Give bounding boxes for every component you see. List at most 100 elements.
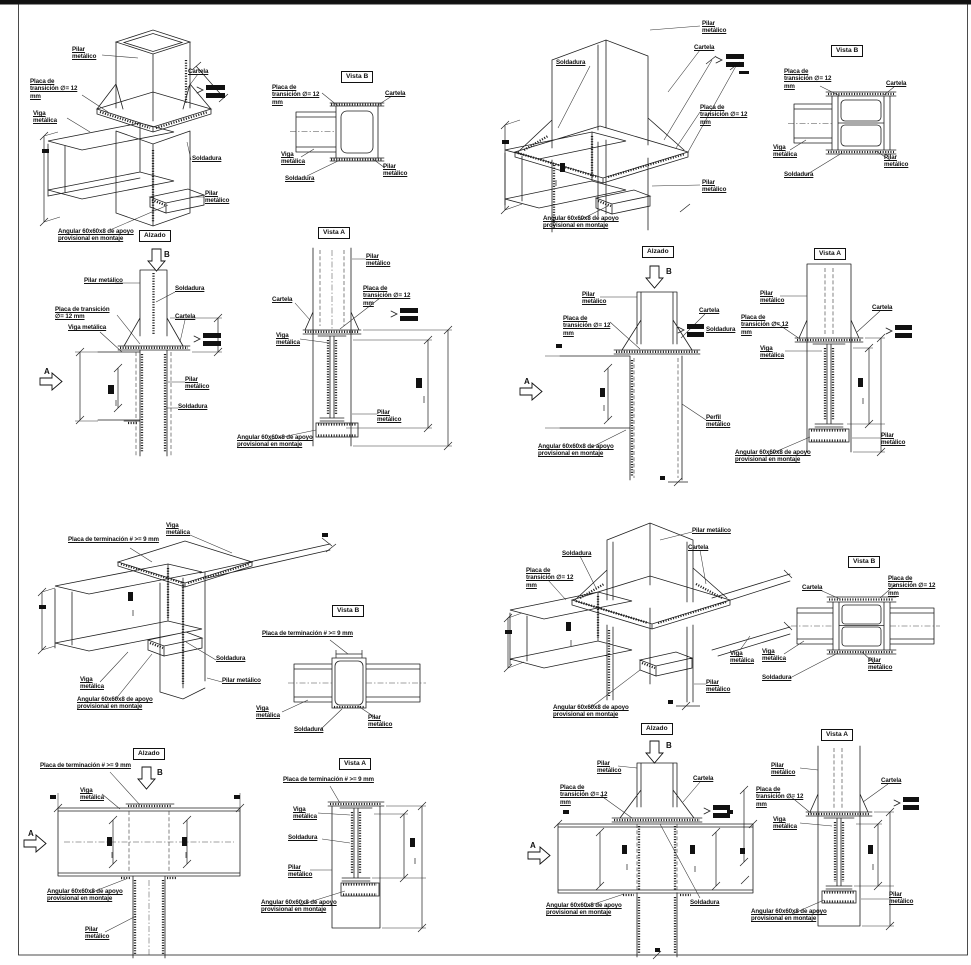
view-title-vista-b: Vista B (848, 556, 881, 568)
label-viga-metalica: Viga metálica (760, 345, 784, 360)
label-soldadura: Soldadura (690, 899, 720, 906)
view-title-vista-a: Vista A (339, 758, 371, 770)
label-placa-transicion: Placa de transición ∅= 12 mm (55, 306, 110, 321)
q4-isometric-view (503, 522, 793, 711)
label-cartela: Cartela (385, 90, 406, 97)
section-marker-a: A (44, 367, 50, 376)
q4-alzado-view (527, 740, 758, 960)
label-placa-transicion: Placa de transición ∅= 12 mm (784, 68, 832, 90)
label-pilar-metalico: Pilar metálico (383, 163, 408, 178)
label-perfil-metalico: Perfil metálico (706, 414, 731, 429)
label-pilar-metalico: Pilar metálico (222, 677, 261, 684)
label-placa-terminacion: Placa de terminación # >= 9 mm (40, 762, 131, 769)
label-angular-apoyo: Angular 60x60x8 de apoyo provisional en … (47, 888, 123, 903)
label-cartela: Cartela (188, 68, 209, 75)
label-pilar-metalico: Pilar metálico (582, 291, 607, 306)
sheet-frame (18, 3, 968, 956)
label-soldadura: Soldadura (216, 655, 246, 662)
q2-alzado-view (519, 265, 707, 487)
label-pilar-metalico: Pilar metálico (205, 190, 230, 205)
label-pilar-metalico: Pilar metálico (889, 891, 914, 906)
view-title-alzado: Alzado (133, 748, 165, 760)
label-angular-apoyo: Angular 60x60x8 de apoyo provisional en … (543, 215, 619, 230)
section-marker-a: A (530, 841, 536, 850)
view-title-vista-a: Vista A (814, 248, 846, 260)
label-placa-transicion: Placa de transición ∅= 12 mm (756, 786, 804, 808)
view-title-vista-a: Vista A (821, 729, 853, 741)
label-placa-transicion: Placa de transición ∅= 12 mm (363, 285, 411, 307)
label-viga-metalica: Viga metálica (281, 151, 305, 166)
view-title-alzado: Alzado (642, 246, 674, 258)
q2-vista-a-view (767, 263, 912, 457)
label-cartela: Cartela (802, 584, 823, 591)
label-placa-transicion: Placa de transición ∅= 12 mm (888, 575, 936, 597)
label-soldadura: Soldadura (178, 403, 208, 410)
label-viga-metalica: Viga metálica (762, 648, 786, 663)
view-title-alzado: Alzado (139, 230, 171, 242)
section-marker-b: B (164, 250, 170, 259)
label-viga-metalica: Viga metálica (773, 816, 797, 831)
label-viga-metalica: Viga metálica (773, 144, 797, 159)
label-pilar-metalico: Pilar metálico (377, 409, 402, 424)
label-viga-metalica: Viga metálica (33, 110, 57, 125)
label-angular-apoyo: Angular 60x60x8 de apoyo provisional en … (58, 228, 134, 243)
label-pilar-metalico: Pilar metálico (366, 253, 391, 268)
label-viga-metalica: Viga metálica (80, 676, 104, 691)
label-viga-metalica: Viga metálica (166, 522, 190, 537)
q4-vista-b-view (783, 583, 940, 679)
label-soldadura: Soldadura (175, 285, 205, 292)
label-viga-metalica: Viga metálica (730, 650, 754, 665)
q1-isometric-view (39, 29, 229, 231)
q2-vista-b-view (788, 85, 897, 176)
label-pilar-metalico: Pilar metálico (868, 657, 893, 672)
label-soldadura: Soldadura (192, 155, 222, 162)
q1-vista-b-view (290, 92, 393, 177)
q3-alzado-view (23, 766, 245, 959)
label-pilar-metalico: Pilar metálico (84, 277, 123, 284)
view-title-vista-b: Vista B (341, 71, 374, 83)
label-angular-apoyo: Angular 60x60x8 de apoyo provisional en … (237, 434, 313, 449)
label-placa-transicion: Placa de transición ∅= 12 mm (563, 315, 611, 337)
label-cartela: Cartela (886, 80, 907, 87)
label-pilar-metalico: Pilar metálico (597, 760, 622, 775)
label-soldadura: Soldadura (285, 175, 315, 182)
section-marker-b: B (666, 741, 672, 750)
label-pilar-metalico: Pilar metálico (702, 179, 727, 194)
section-marker-a: A (524, 377, 530, 386)
label-cartela: Cartela (694, 44, 715, 51)
view-title-alzado: Alzado (641, 723, 673, 735)
label-viga-metalica: Viga metálica (68, 324, 107, 331)
label-cartela: Cartela (693, 775, 714, 782)
label-angular-apoyo: Angular 60x60x8 de apoyo provisional en … (735, 449, 811, 464)
label-placa-terminacion: Placa de terminación # >= 9 mm (283, 776, 374, 783)
label-angular-apoyo: Angular 60x60x8 de apoyo provisional en … (546, 902, 622, 917)
q4-vista-a-view (739, 745, 919, 931)
label-placa-transicion: Placa de transición ∅= 12 mm (741, 314, 789, 336)
label-cartela: Cartela (881, 777, 902, 784)
label-pilar-metalico: Pilar metálico (72, 46, 97, 61)
label-soldadura: Soldadura (706, 326, 736, 333)
label-viga-metalica: Viga metálica (293, 806, 317, 821)
label-viga-metalica: Viga metálica (80, 787, 104, 802)
label-cartela: Cartela (688, 544, 709, 551)
label-pilar-metalico: Pilar metálico (884, 154, 909, 169)
q3-vista-b-view (281, 639, 426, 731)
label-angular-apoyo: Angular 60x60x8 de apoyo provisional en … (538, 443, 614, 458)
label-pilar-metalico: Pilar metálico (288, 864, 313, 879)
view-title-vista-b: Vista B (831, 45, 864, 57)
label-soldadura: Soldadura (288, 834, 318, 841)
label-soldadura: Soldadura (562, 550, 592, 557)
label-cartela: Cartela (699, 307, 720, 314)
label-viga-metalica: Viga metálica (256, 705, 280, 720)
q1-alzado-view (39, 248, 223, 457)
view-title-vista-a: Vista A (318, 227, 350, 239)
label-pilar-metalico: Pilar metálico (185, 376, 210, 391)
label-cartela: Cartela (272, 296, 293, 303)
section-marker-b: B (666, 267, 672, 276)
q3-isometric-view (37, 533, 337, 701)
q2-isometric-view (500, 25, 749, 233)
label-viga-metalica: Viga metálica (276, 332, 300, 347)
label-angular-apoyo: Angular 60x60x8 de apoyo provisional en … (553, 704, 629, 719)
label-placa-transicion: Placa de transición ∅= 12 mm (560, 784, 608, 806)
